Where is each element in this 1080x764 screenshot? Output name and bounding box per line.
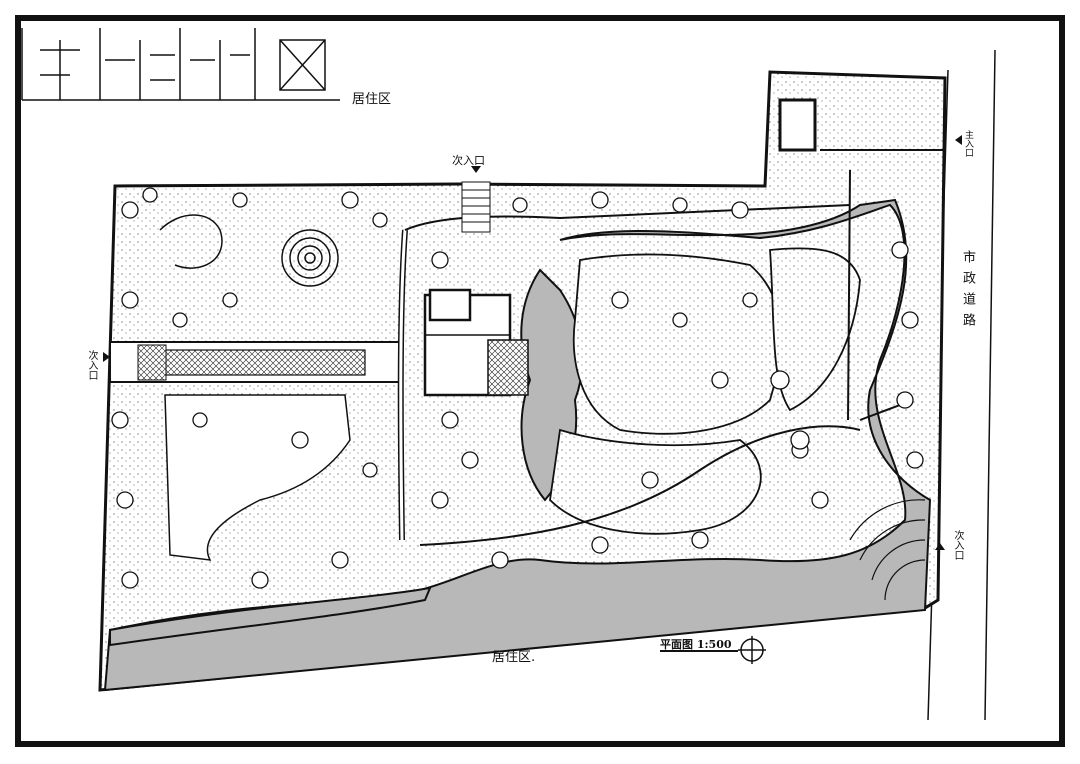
drawing-frame <box>15 15 1065 747</box>
north-arrow-icon <box>738 636 766 664</box>
central-plaza <box>164 349 366 376</box>
building-terrace <box>487 339 529 396</box>
plan-title: 平面图 1:500 <box>660 638 732 651</box>
label-right-lower-entrance: 次入口 <box>952 530 963 560</box>
label-bottom-residential: 居住区. <box>492 650 536 665</box>
residential-block-top <box>21 28 340 101</box>
fan-terrace <box>849 499 926 601</box>
entrance-building <box>778 98 817 152</box>
trees <box>111 187 924 589</box>
circular-plazas <box>159 214 339 287</box>
label-top-residential: 居住区 <box>352 92 392 107</box>
label-top-entrance: 次入口 <box>452 154 485 167</box>
entrance-arrows <box>103 135 962 550</box>
paved-square <box>137 344 167 381</box>
label-left-entrance: 次入口 <box>86 350 97 380</box>
label-right-upper-entrance: 主入口 <box>963 130 973 157</box>
top-entrance-steps <box>461 181 491 233</box>
label-road: 市政道路 <box>960 250 975 334</box>
